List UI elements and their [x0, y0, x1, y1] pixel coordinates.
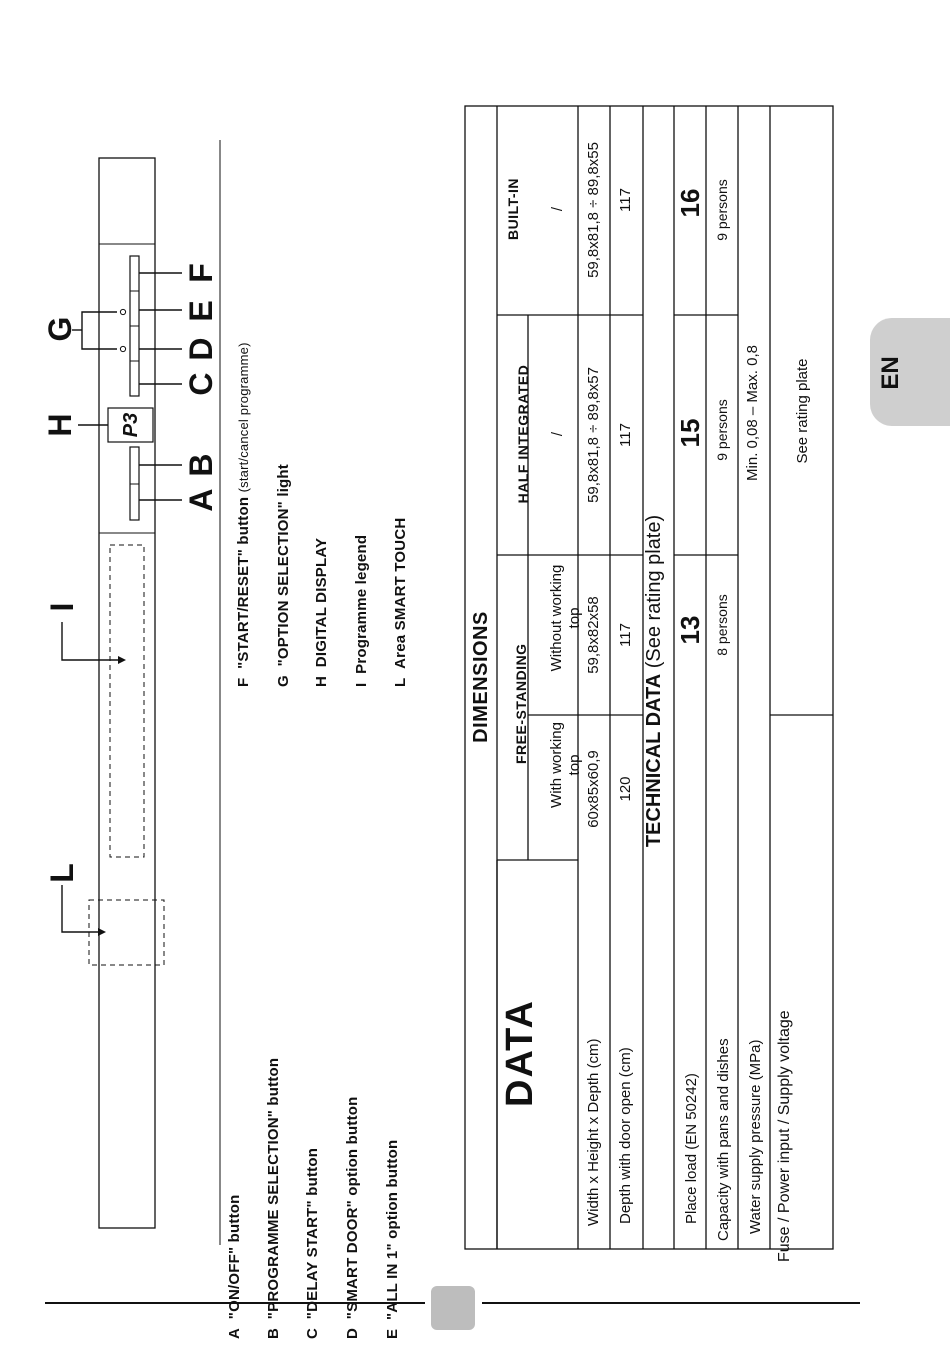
programme-legend-area [109, 544, 145, 858]
row-water-value: Min. 0,08 – Max. 0,8 [744, 345, 761, 481]
data-title: DATA [499, 999, 541, 1107]
row-size-half: 59,8x81,8 ÷ 89,8x57 [585, 367, 602, 503]
footer-line-left [45, 1302, 425, 1304]
row-depth-without: 117 [617, 623, 634, 647]
callout-i: I [44, 602, 80, 612]
col-built-in: BUILT-IN [505, 177, 521, 241]
callout-c: C [183, 372, 219, 396]
row-depth-half: 117 [617, 423, 634, 447]
display-readout: P3 [120, 412, 142, 438]
led-icon [119, 308, 127, 316]
technical-title: TECHNICAL DATA (See rating plate) [643, 514, 665, 848]
row-size-built: 59,8x81,8 ÷ 89,8x55 [585, 142, 602, 278]
row-capacity-free: 8 persons [714, 594, 730, 656]
callout-g: G [42, 316, 78, 342]
legend-item-a: A "ON/OFF" button [226, 1194, 243, 1340]
language-tab[interactable]: EN [870, 318, 950, 426]
row-place-free: 13 [675, 615, 705, 645]
row-place-half: 15 [675, 418, 705, 448]
callout-f: F [183, 263, 219, 283]
legend-item-l: L Area SMART TOUCH [392, 517, 409, 687]
legend-item-g: G "OPTION SELECTION" light [275, 464, 292, 687]
half-slash: / [549, 431, 566, 437]
row-capacity-half: 9 persons [714, 399, 730, 461]
language-label: EN [877, 356, 904, 390]
legend-item-e: E "ALL IN 1" option button [384, 1139, 401, 1339]
legend-item-c: C "DELAY START" button [304, 1147, 321, 1339]
callout-d: D [183, 337, 219, 361]
row-size-without: 59,8x82x58 [585, 596, 602, 674]
footer-line-right [482, 1302, 860, 1304]
dimensions-title: DIMENSIONS [470, 611, 492, 743]
panel-outline [98, 157, 156, 1229]
row-water-label: Water supply pressure (MPa) [747, 1039, 764, 1234]
callout-h: H [42, 413, 78, 437]
row-place-label: Place load (EN 50242) [683, 1073, 700, 1224]
legend-item-h: H DIGITAL DISPLAY [313, 537, 330, 687]
row-depth-built: 117 [617, 188, 634, 212]
row-depth-label: Depth with door open (cm) [617, 1047, 634, 1224]
built-slash: / [549, 206, 566, 212]
led-icon [119, 345, 127, 353]
col-free-standing: FREE-STANDING [513, 643, 529, 764]
row-fuse-value: See rating plate [794, 358, 811, 464]
callout-l: L [44, 863, 80, 883]
page-number-tab [431, 1286, 475, 1330]
callout-b: B [183, 453, 219, 477]
row-capacity-built: 9 persons [714, 179, 730, 241]
row-depth-with: 120 [617, 776, 634, 802]
row-size-label: Width x Height x Depth (cm) [585, 1038, 602, 1226]
legend-item-d: D "SMART DOOR" option button [344, 1096, 361, 1339]
callout-e: E [183, 300, 219, 322]
row-fuse-label: Fuse / Power input / Supply voltage [776, 1010, 793, 1262]
legend-item-f: F "START/RESET" button (start/cancel pro… [235, 342, 252, 687]
row-capacity-label: Capacity with pans and dishes [715, 1038, 732, 1241]
legend-item-b: B "PROGRAMME SELECTION" button [265, 1057, 282, 1339]
row-size-with: 60x85x60,9 [585, 750, 602, 828]
legend-item-i: I Programme legend [353, 534, 370, 687]
callout-a: A [183, 488, 219, 512]
col-half-integrated: HALF INTEGRATED [515, 364, 531, 504]
row-place-built: 16 [675, 188, 705, 218]
